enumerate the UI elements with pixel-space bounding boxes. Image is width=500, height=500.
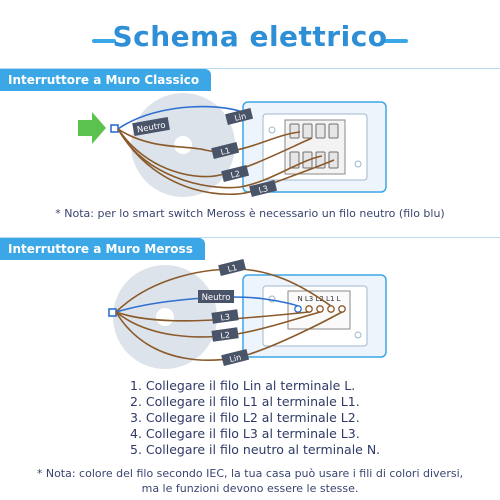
tag-l2: L2 <box>221 165 250 182</box>
svg-text:L1: L1 <box>227 263 238 274</box>
svg-text:Neutro: Neutro <box>136 121 166 136</box>
classic-wiring-diagram: Neutro Lin L1 L2 L3 <box>78 93 387 197</box>
section-header-meross: Interruttore a Muro Meross <box>0 237 500 260</box>
list-item: 3. Collegare il filo L2 al terminale L2. <box>130 410 360 425</box>
title-dash-left <box>92 39 116 43</box>
section-label-meross: Interruttore a Muro Meross <box>0 238 205 260</box>
list-item: 5. Collegare il filo neutro al terminale… <box>130 442 381 457</box>
section-label-classic: Interruttore a Muro Classico <box>0 69 212 91</box>
page-title: Schema elettrico <box>112 20 388 53</box>
svg-text:Lin: Lin <box>234 111 248 123</box>
neutral-wire-note: * Nota: per lo smart switch Meross è nec… <box>55 207 445 220</box>
classic-switch-terminals <box>289 123 339 169</box>
screw-icon <box>354 331 362 339</box>
tag-l1: L1 <box>218 259 247 276</box>
wire-color-note-line2: ma le funzioni devono essere le stesse. <box>141 482 359 495</box>
tag-l1: L1 <box>211 142 240 159</box>
svg-text:L3: L3 <box>220 312 231 322</box>
svg-text:Neutro: Neutro <box>202 293 231 303</box>
tag-lin: Lin <box>225 108 254 125</box>
section-header-classic: Interruttore a Muro Classico <box>0 68 500 91</box>
list-item: 2. Collegare il filo L1 al terminale L1. <box>130 394 360 409</box>
list-item: 4. Collegare il filo L3 al terminale L3. <box>130 426 360 441</box>
svg-text:Lin: Lin <box>229 353 243 365</box>
title-dash-right <box>384 39 408 43</box>
meross-wiring-diagram: N L3 L2 L1 L L1 Neutro L3 L2 Lin <box>108 259 387 369</box>
ceiling-hole <box>156 308 174 326</box>
tag-neutro: Neutro <box>198 290 234 303</box>
tag-neutro: Neutro <box>132 116 170 137</box>
svg-text:L2: L2 <box>230 169 241 180</box>
tag-l3: L3 <box>249 180 278 197</box>
ceiling-hole <box>174 136 192 154</box>
tag-l2: L2 <box>211 327 239 342</box>
tag-l3: L3 <box>211 309 239 324</box>
classic-wires <box>117 105 335 195</box>
wire-connector-icon <box>108 308 117 317</box>
svg-text:L1: L1 <box>220 146 231 157</box>
terminal-labels: N L3 L2 L1 L <box>297 295 340 303</box>
wire-color-note: * Nota: colore del filo secondo IEC, la … <box>0 466 500 496</box>
screw-icon <box>354 160 362 168</box>
svg-text:L2: L2 <box>220 330 231 340</box>
svg-text:L3: L3 <box>258 184 269 195</box>
green-arrow-icon <box>78 112 106 144</box>
wire-color-note-line1: * Nota: colore del filo secondo IEC, la … <box>36 467 464 480</box>
title-row <box>0 12 500 52</box>
list-item: 1. Collegare il filo Lin al terminale L. <box>130 378 356 393</box>
wiring-steps-list: 1. Collegare il filo Lin al terminale L.… <box>130 378 470 458</box>
tag-lin: Lin <box>221 349 250 366</box>
screw-icon <box>268 126 276 134</box>
wire-connector-icon <box>110 124 119 133</box>
